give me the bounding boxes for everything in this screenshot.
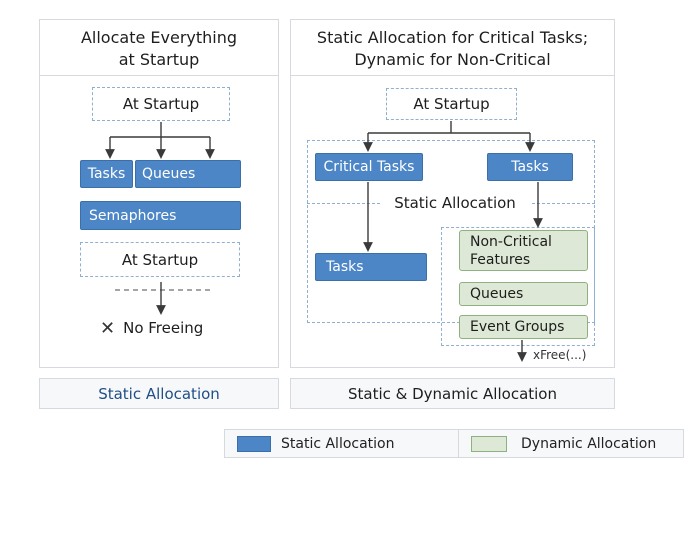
left-panel-title: Allocate Everything at Startup: [40, 27, 278, 71]
x-mark-icon: ✕: [100, 317, 116, 339]
legend-dynamic-label: Dynamic Allocation: [521, 435, 657, 452]
right-footer: Static & Dynamic Allocation: [290, 378, 615, 409]
right-panel: Static Allocation for Critical Tasks; Dy…: [290, 19, 615, 368]
legend-dynamic-swatch: [471, 435, 507, 452]
right-title-line1: Static Allocation for Critical Tasks;: [316, 28, 589, 47]
legend-dynamic: Dynamic Allocation: [459, 435, 657, 452]
critical-tasks-box: Critical Tasks: [315, 153, 423, 181]
right-tasks-top-label: Tasks: [511, 159, 549, 175]
non-critical-features-box: Non-Critical Features: [459, 230, 588, 271]
legend-static-label: Static Allocation: [281, 435, 395, 452]
left-startup-bottom-box: At Startup: [80, 242, 240, 277]
right-tasks-bottom-label: Tasks: [326, 259, 364, 275]
left-footer: Static Allocation: [39, 378, 279, 409]
left-footer-label: Static Allocation: [98, 384, 220, 403]
legend-divider: [458, 429, 459, 458]
left-title-line1: Allocate Everything: [80, 28, 238, 47]
event-groups-label: Event Groups: [470, 319, 565, 335]
right-tasks-bottom-box: Tasks: [315, 253, 427, 281]
left-startup-connector: [105, 122, 215, 159]
right-title-divider: [291, 75, 614, 76]
dynamic-allocation-group: [441, 227, 595, 346]
static-allocation-caption: Static Allocation: [380, 192, 530, 214]
left-tasks-label: Tasks: [87, 166, 126, 182]
right-title-line2: Dynamic for Non-Critical: [354, 50, 551, 69]
right-startup-label: At Startup: [413, 95, 490, 113]
left-title-line2: at Startup: [118, 50, 200, 69]
left-semaphores-box: Semaphores: [80, 201, 241, 230]
left-queues-label: Queues: [142, 166, 196, 182]
legend-static-swatch: [237, 435, 271, 452]
right-footer-label: Static & Dynamic Allocation: [348, 384, 557, 403]
left-startup-label: At Startup: [122, 95, 200, 113]
no-freeing: ✕ No Freeing: [100, 317, 240, 339]
right-queues-label: Queues: [470, 286, 524, 302]
non-critical-line1: Non-Critical: [470, 233, 552, 250]
left-title-divider: [40, 75, 278, 76]
left-startup-bottom-label: At Startup: [121, 250, 199, 269]
legend: Static Allocation Dynamic Allocation: [224, 429, 684, 458]
left-startup-box: At Startup: [92, 87, 230, 121]
left-semaphores-label: Semaphores: [89, 207, 177, 224]
left-queues-box: Queues: [135, 160, 241, 188]
event-groups-box: Event Groups: [459, 315, 588, 339]
legend-static: Static Allocation: [225, 435, 458, 452]
critical-tasks-label: Critical Tasks: [323, 159, 415, 175]
right-panel-title: Static Allocation for Critical Tasks; Dy…: [291, 27, 614, 71]
left-tasks-box: Tasks: [80, 160, 133, 188]
static-allocation-caption-label: Static Allocation: [394, 194, 516, 212]
right-queues-box: Queues: [459, 282, 588, 306]
non-critical-line2: Features: [470, 251, 531, 268]
xfree-label: xFree(...): [533, 348, 587, 362]
right-startup-box: At Startup: [386, 88, 517, 120]
right-startup-connector: [363, 121, 535, 152]
no-freeing-label: No Freeing: [123, 319, 204, 337]
right-tasks-top-box: Tasks: [487, 153, 573, 181]
